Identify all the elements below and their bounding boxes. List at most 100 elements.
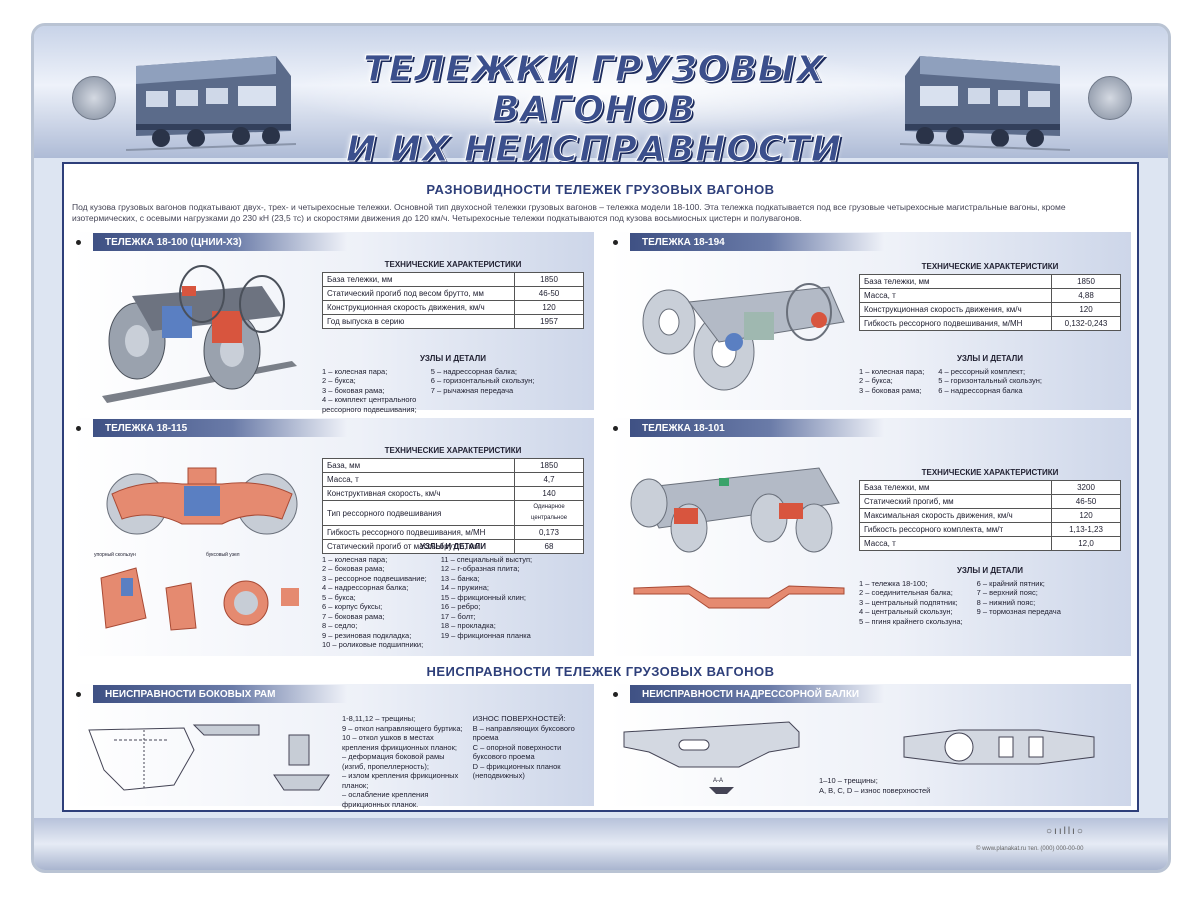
- part-item: 15 – фрикционный клин;: [440, 592, 526, 602]
- part-item: 9 – резиновая подкладка;: [322, 630, 412, 640]
- fault-item: 1–10 – трещины;: [819, 776, 878, 785]
- part-item: 18 – прокладка;: [440, 621, 496, 630]
- spec-value: 0,173: [514, 525, 584, 540]
- spec-label: База тележки, мм: [859, 274, 1052, 289]
- fault-item: A, B, C, D – износ поверхностей: [819, 785, 931, 795]
- bullet-icon: [76, 425, 81, 431]
- parts-list: УЗЛЫ И ДЕТАЛИ 1 – колесная пара; 2 – бук…: [322, 354, 584, 414]
- part-item: 6 – крайний пятник;: [976, 578, 1045, 588]
- spec-value: 46-50: [1051, 494, 1121, 509]
- faults-col-1: 1-8,11,12 – трещины; 9 – откол направляю…: [342, 714, 463, 809]
- card-header: ТЕЛЕЖКА 18-100 (ЦНИИ-Х3): [72, 232, 347, 252]
- parts-col-2: 5 – надрессорная балка; 6 – горизонтальн…: [431, 367, 535, 415]
- card-header: ТЕЛЕЖКА 18-115: [72, 418, 347, 438]
- section-title-faults: НЕИСПРАВНОСТИ ТЕЛЕЖЕК ГРУЗОВЫХ ВАГОНОВ: [426, 664, 775, 679]
- part-item: 10 – роликовые подшипники;: [322, 640, 424, 649]
- fault-item: крепления фрикционных планок;: [342, 742, 457, 752]
- card-header: НЕИСПРАВНОСТИ НАДРЕССОРНОЙ БАЛКИ: [609, 684, 884, 704]
- logo-icon: ○ııllı○: [1046, 826, 1085, 837]
- spec-label: Статический прогиб, мм: [859, 494, 1052, 509]
- spec-label: Конструкционная скорость движения, км/ч: [322, 300, 515, 315]
- poster-header: Тележки грузовых вагонов и их неисправно…: [34, 26, 1168, 170]
- spec-title: ТЕХНИЧЕСКИЕ ХАРАКТЕРИСТИКИ: [384, 446, 522, 455]
- part-item: 6 – горизонтальный скользун;: [430, 376, 535, 385]
- parts-col-2: 11 – специальный выступ; 12 – г-образная…: [441, 555, 532, 650]
- card-title: ТЕЛЕЖКА 18-101: [630, 419, 884, 437]
- card-header: НЕИСПРАВНОСТИ БОКОВЫХ РАМ: [72, 684, 347, 704]
- spec-value: 12,0: [1051, 536, 1121, 551]
- part-item: 6 – корпус буксы;: [322, 602, 383, 611]
- spec-label: Статический прогиб от массы брутто, мм: [322, 539, 515, 554]
- card-title: НЕИСПРАВНОСТИ БОКОВЫХ РАМ: [93, 685, 347, 703]
- parts-col-1: 1 – колесная пара; 2 – боковая рама; 3 –…: [322, 555, 427, 650]
- spec-label: Конструктивная скорость, км/ч: [322, 486, 515, 501]
- fault-item: 1-8,11,12 – трещины;: [342, 714, 416, 723]
- fault-item: 10 – откол ушков в местах: [342, 733, 434, 742]
- spec-title: ТЕХНИЧЕСКИЕ ХАРАКТЕРИСТИКИ: [921, 468, 1059, 477]
- part-item: 2 – букса;: [322, 376, 356, 385]
- part-item: 4 – комплект центрального: [322, 395, 417, 404]
- spec-label: База тележки, мм: [859, 480, 1052, 495]
- fault-item: фрикционных планок.: [342, 799, 419, 809]
- parts-list: УЗЛЫ И ДЕТАЛИ 1 – колесная пара; 2 – бок…: [322, 542, 584, 650]
- spec-value: 46-50: [514, 286, 584, 301]
- part-item: 5 – горизонтальный скользун;: [938, 376, 1042, 385]
- part-item: 7 – верхний пояс;: [976, 588, 1038, 597]
- fault-item: – деформация боковой рамы: [342, 752, 445, 761]
- part-item: 5 – надрессорная балка;: [430, 366, 517, 376]
- part-item: 2 – соединительная балка;: [859, 588, 953, 597]
- part-item: 3 – рессорное подвешивание;: [322, 573, 427, 583]
- spec-label: Масса, т: [859, 288, 1052, 303]
- part-item: 19 – фрикционная планка: [440, 630, 531, 640]
- spec-label: База, мм: [322, 458, 515, 473]
- part-item: 5 – пгиня крайнего скользуна;: [859, 616, 963, 626]
- card-bogie-18-194: ТЕЛЕЖКА 18-194 ТЕХНИЧЕСКИЕ ХАРАКТЕРИСТИК…: [609, 232, 1131, 410]
- bullet-icon: [76, 239, 81, 245]
- parts-title: УЗЛЫ И ДЕТАЛИ: [956, 566, 1024, 575]
- poster-title-line1: Тележки грузовых вагонов: [363, 49, 825, 130]
- spec-value: 68: [514, 539, 584, 554]
- card-title: ТЕЛЕЖКА 18-115: [93, 419, 347, 437]
- card-header: ТЕЛЕЖКА 18-101: [609, 418, 884, 438]
- part-item: 13 – банка;: [440, 573, 480, 583]
- spec-label: База тележки, мм: [322, 272, 515, 287]
- parts-col-1: 1 – тележка 18-100; 2 – соединительная б…: [859, 579, 963, 627]
- part-item: 1 – колесная пара;: [322, 554, 388, 564]
- fault-item: – излом крепления фрикционных: [342, 771, 459, 780]
- card-side-frame-faults: НЕИСПРАВНОСТИ БОКОВЫХ РАМ 1-8,11,12 – тр…: [72, 684, 594, 809]
- part-item: 4 – рессорный комплект;: [938, 366, 1026, 376]
- parts-col-1: 1 – колесная пара; 2 – букса; 3 – бокова…: [859, 367, 924, 396]
- bullet-icon: [613, 425, 618, 431]
- spec-value: 0,132-0,243: [1051, 316, 1121, 331]
- spec-label: Гибкость рессорного комплекта, мм/т: [859, 522, 1052, 537]
- locomotive-image: [126, 56, 296, 151]
- spec-value: 140: [514, 486, 584, 501]
- detail-label: буксовый узел: [206, 551, 240, 558]
- part-item: 3 – центральный подпятник;: [859, 597, 958, 607]
- part-item: 1 – тележка 18-100;: [859, 578, 928, 588]
- parts-title: УЗЛЫ И ДЕТАЛИ: [419, 354, 487, 363]
- card-bogie-18-101: ТЕЛЕЖКА 18-101 ТЕХНИЧЕСКИЕ ХАРАКТЕРИСТИК…: [609, 418, 1131, 656]
- fault-item: В – направляющих буксового: [472, 723, 575, 733]
- part-item: 1 – колесная пара;: [322, 366, 388, 376]
- part-item: 7 – боковая рама;: [322, 611, 385, 621]
- part-item: 2 – букса;: [859, 376, 893, 385]
- part-item: 7 – рычажная передача: [430, 385, 514, 395]
- fault-item: С – опорной поверхности: [472, 742, 562, 752]
- parts-col-2: 6 – крайний пятник; 7 – верхний пояс; 8 …: [977, 579, 1061, 627]
- part-item: 2 – боковая рама;: [322, 564, 385, 573]
- content-panel: РАЗНОВИДНОСТИ ТЕЛЕЖЕК ГРУЗОВЫХ ВАГОНОВ П…: [62, 162, 1139, 812]
- part-item: 11 – специальный выступ;: [440, 554, 533, 564]
